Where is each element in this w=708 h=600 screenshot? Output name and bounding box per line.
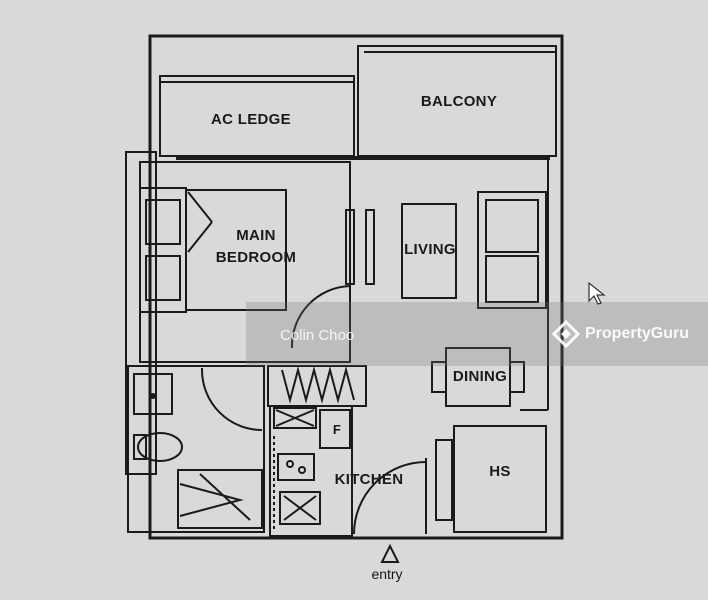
- label-main: MAIN: [236, 227, 276, 244]
- label-household-shelter: HS: [489, 463, 511, 480]
- watermark-author: Colin Choo: [280, 327, 355, 344]
- label-bedroom: BEDROOM: [215, 249, 297, 266]
- label-dining: DINING: [452, 368, 508, 385]
- coffee-table: [401, 203, 457, 299]
- watermark-brand: PropertyGuru: [585, 325, 690, 342]
- watermark-band: [246, 302, 708, 366]
- shower-area: [177, 469, 263, 529]
- entry-label: entry: [371, 566, 403, 582]
- mouse-cursor-icon: [588, 282, 606, 305]
- label-fridge: F: [332, 422, 342, 437]
- sofa: [477, 191, 547, 309]
- label-ac-ledge: AC LEDGE: [211, 111, 291, 128]
- stove: [277, 453, 315, 481]
- kitchen-area: [269, 405, 353, 537]
- basin: [133, 373, 173, 415]
- label-balcony: BALCONY: [420, 93, 498, 110]
- bathroom-area: [127, 365, 265, 533]
- toilet: [137, 432, 183, 462]
- kitchen-sink: [279, 491, 321, 525]
- label-kitchen: KITCHEN: [334, 471, 404, 488]
- outer-wall-top-block: [148, 34, 564, 540]
- triangle-outline-icon: [380, 543, 400, 563]
- propertyguru-logo-icon: [552, 320, 580, 348]
- label-living: LIVING: [404, 241, 456, 258]
- household-shelter-room: [453, 425, 547, 533]
- fridge: [319, 409, 351, 449]
